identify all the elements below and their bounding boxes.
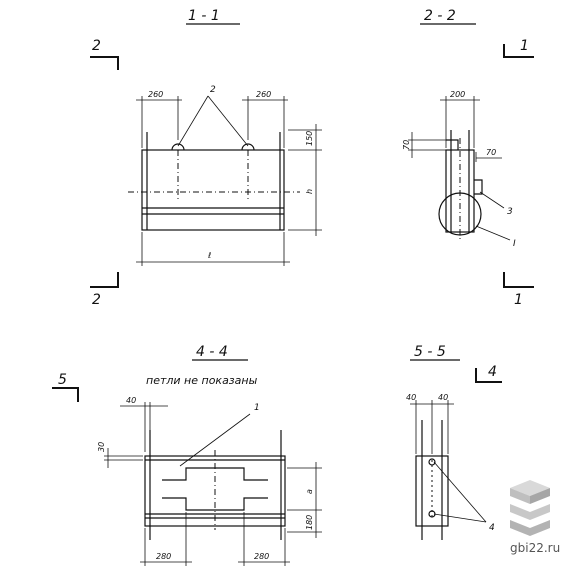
rebar-top bbox=[428, 458, 436, 466]
cut-mark-1-top bbox=[503, 44, 534, 58]
cut-label-2-top: 2 bbox=[92, 38, 101, 54]
cut-label-1-bottom: 1 bbox=[514, 292, 523, 308]
dim-280-right: 280 bbox=[254, 552, 269, 561]
cut-label-4: 4 bbox=[488, 364, 497, 380]
cut-mark-1-bottom bbox=[503, 272, 534, 288]
lifting-loop-left bbox=[171, 143, 185, 151]
cut-mark-5 bbox=[52, 387, 79, 402]
section-5-5-title: 5 - 5 bbox=[414, 344, 446, 360]
dim-h: h bbox=[305, 189, 314, 194]
section-4-4: 4 - 4 петли не показаны 5 1 40 30 bbox=[52, 344, 322, 566]
cut-label-2-bottom: 2 bbox=[92, 292, 101, 308]
reinforcement-lower bbox=[162, 497, 268, 511]
beam-section-5-5 bbox=[415, 455, 449, 527]
lifting-loop-right bbox=[241, 143, 255, 151]
section-4-4-title: 4 - 4 bbox=[196, 344, 228, 360]
dim-a: a bbox=[305, 489, 314, 494]
cut-label-1-top: 1 bbox=[520, 38, 529, 54]
dim-length: ℓ bbox=[207, 251, 211, 260]
section-1-1-title: 1 - 1 bbox=[188, 8, 220, 24]
section-2-2: 2 - 2 1 1 200 70 70 3 I bbox=[402, 8, 534, 308]
section-2-2-title: 2 - 2 bbox=[424, 8, 456, 24]
section-1-1: 1 - 1 2 2 2 260 260 bbox=[90, 8, 322, 308]
callout-I: I bbox=[513, 239, 516, 249]
dim-180: 180 bbox=[305, 515, 314, 530]
callout-1: 1 bbox=[254, 403, 260, 413]
cut-label-5: 5 bbox=[58, 372, 67, 388]
callout-3: 3 bbox=[507, 207, 513, 217]
section-5-5: 5 - 5 4 40 40 4 bbox=[406, 344, 502, 540]
dim-150: 150 bbox=[305, 131, 314, 146]
cut-mark-2-top bbox=[90, 56, 119, 70]
beam-elevation bbox=[141, 149, 285, 231]
dim-200: 200 bbox=[450, 90, 465, 99]
dim-70-vertical: 70 bbox=[402, 140, 411, 150]
dim-260-left: 260 bbox=[148, 90, 163, 99]
embedded-part-3 bbox=[474, 179, 483, 195]
dim-40-left: 40 bbox=[406, 393, 416, 402]
cut-mark-4 bbox=[475, 368, 502, 383]
dim-280-left: 280 bbox=[156, 552, 171, 561]
dim-40-top: 40 bbox=[126, 396, 136, 405]
callout-2: 2 bbox=[210, 85, 216, 95]
detail-circle-I bbox=[438, 192, 482, 236]
dim-260-right: 260 bbox=[256, 90, 271, 99]
dim-30: 30 bbox=[97, 442, 106, 452]
cut-mark-2-bottom bbox=[90, 272, 119, 288]
callout-4: 4 bbox=[489, 523, 495, 533]
watermark-text: gbi22.ru bbox=[510, 541, 560, 555]
site-logo bbox=[510, 480, 550, 536]
dim-40-right: 40 bbox=[438, 393, 448, 402]
section-4-4-note: петли не показаны bbox=[146, 374, 258, 387]
dim-70-horizontal: 70 bbox=[486, 148, 496, 157]
